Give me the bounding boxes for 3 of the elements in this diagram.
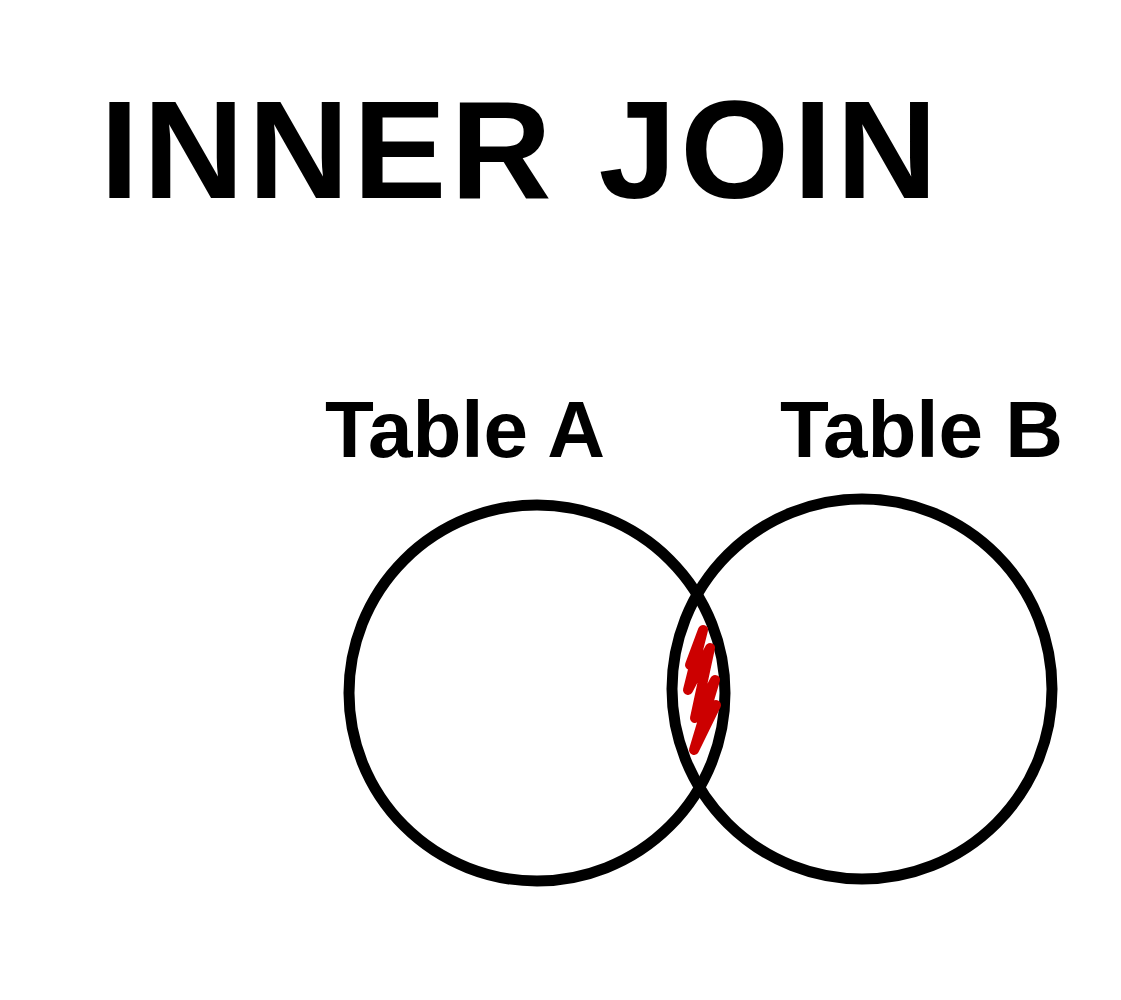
- title: INNER JOIN: [100, 80, 942, 220]
- set-label: Table A: [325, 390, 606, 470]
- set-label: Table B: [780, 390, 1063, 470]
